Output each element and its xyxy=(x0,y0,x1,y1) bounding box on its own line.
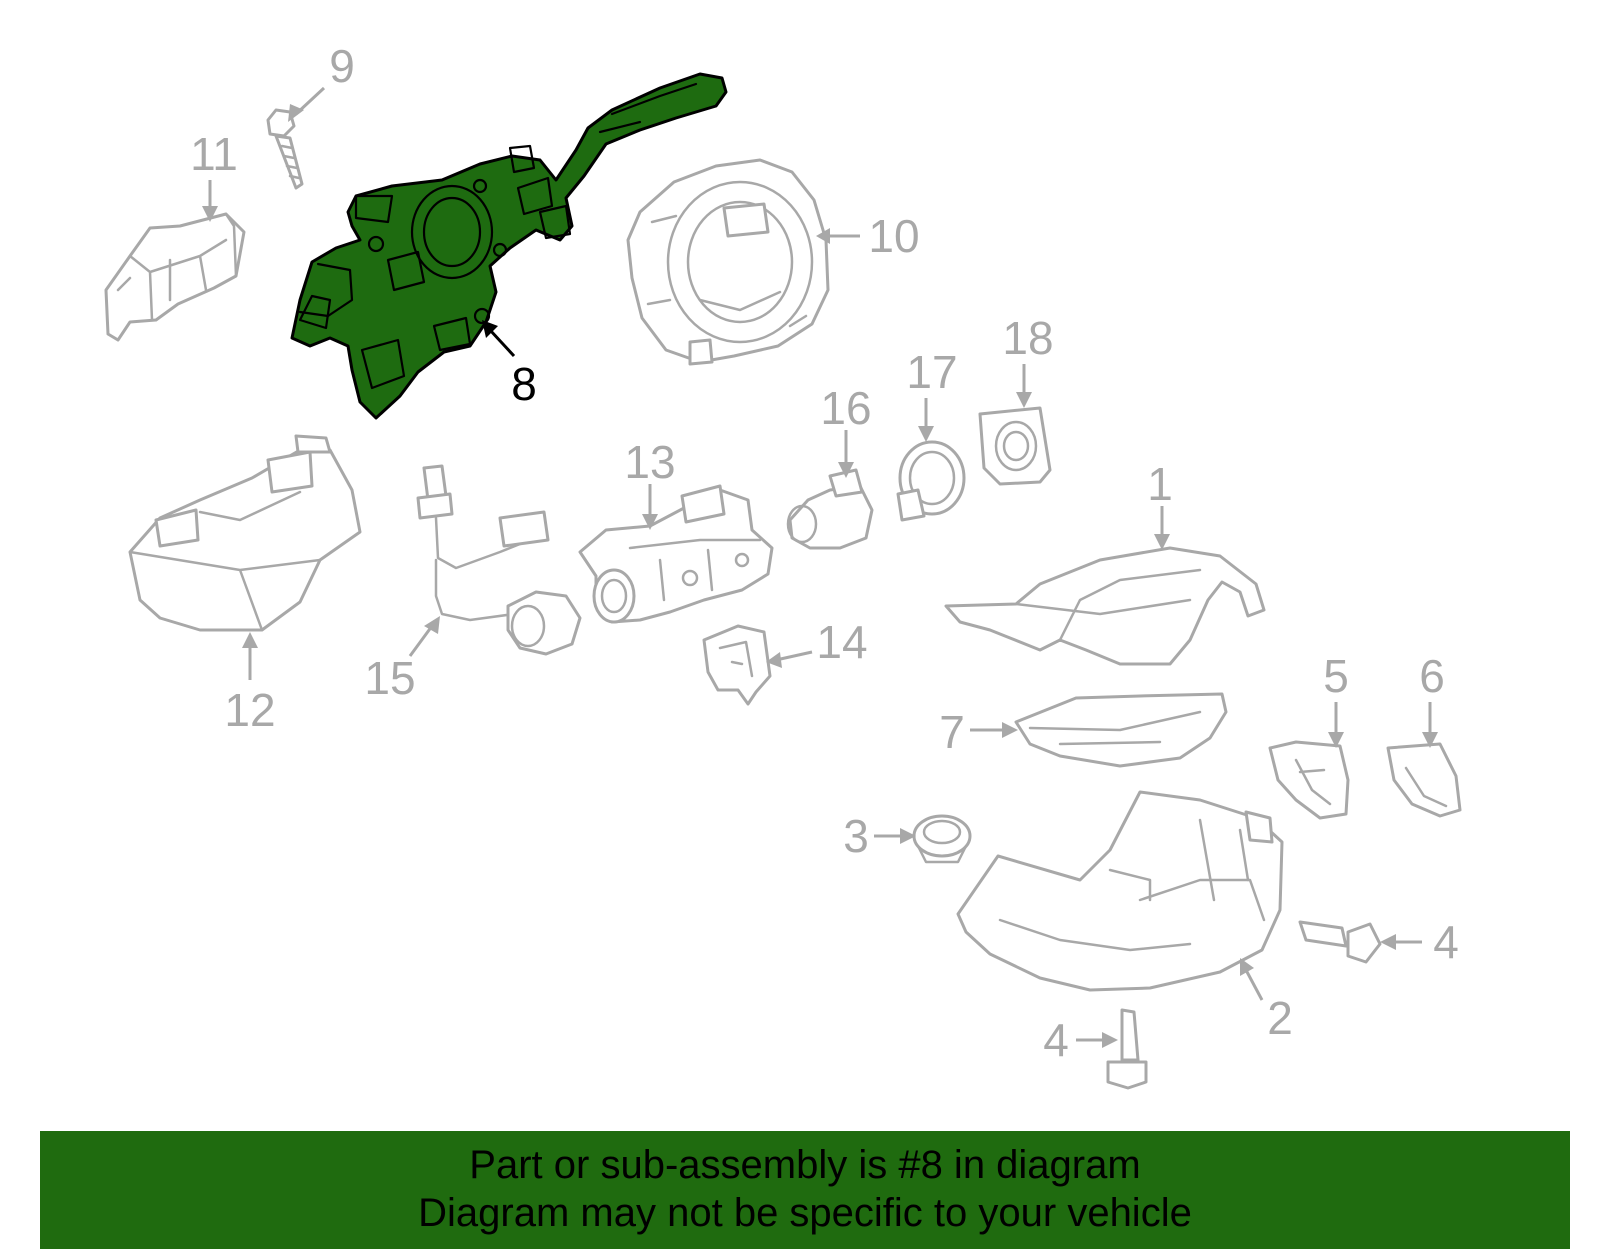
callout-16: 16 xyxy=(820,382,871,434)
part-15-wiring-harness[interactable] xyxy=(416,464,582,656)
part-1-upper-shroud[interactable] xyxy=(944,546,1266,666)
part-13-ignition-housing[interactable] xyxy=(578,484,774,624)
part-4-screw-right[interactable] xyxy=(1298,920,1382,964)
callout-12: 12 xyxy=(224,684,275,736)
callout-labels: 9 11 10 8 18 17 16 13 1 14 15 12 5 6 7 3… xyxy=(190,40,1459,1066)
part-3-grommet[interactable] xyxy=(912,814,972,864)
callout-14: 14 xyxy=(816,616,867,668)
part-12-lower-trim[interactable] xyxy=(128,434,362,632)
part-11-bracket[interactable] xyxy=(104,212,246,342)
callout-8: 8 xyxy=(511,358,537,410)
callout-15: 15 xyxy=(364,652,415,704)
callout-18: 18 xyxy=(1002,312,1053,364)
callout-4-bottom: 4 xyxy=(1043,1014,1069,1066)
callout-1: 1 xyxy=(1147,458,1173,510)
callout-3: 3 xyxy=(843,810,869,862)
part-10-clock-spring[interactable] xyxy=(626,158,830,366)
callout-4-right: 4 xyxy=(1433,916,1459,968)
callout-13: 13 xyxy=(624,436,675,488)
callout-5: 5 xyxy=(1323,650,1349,702)
part-17-ring[interactable] xyxy=(896,440,966,522)
callout-9: 9 xyxy=(329,40,355,92)
callout-17: 17 xyxy=(906,346,957,398)
part-4-screw-bottom[interactable] xyxy=(1106,1008,1148,1090)
callout-6: 6 xyxy=(1419,650,1445,702)
part-8-combination-switch[interactable] xyxy=(290,72,728,420)
callout-7: 7 xyxy=(939,706,965,758)
leader-arrows xyxy=(202,86,1438,1048)
part-14-clip[interactable] xyxy=(702,624,772,706)
callout-2: 2 xyxy=(1267,992,1293,1044)
part-7-lower-panel[interactable] xyxy=(1014,692,1228,768)
banner-line-1: Part or sub-assembly is #8 in diagram xyxy=(469,1143,1141,1187)
part-16-lock-cylinder[interactable] xyxy=(786,468,874,550)
part-9-bolt[interactable] xyxy=(266,108,304,190)
callout-11: 11 xyxy=(190,128,238,180)
callout-10: 10 xyxy=(868,210,919,262)
part-18-bezel[interactable] xyxy=(978,406,1052,486)
info-banner: Part or sub-assembly is #8 in diagram Di… xyxy=(40,1131,1570,1249)
banner-line-2: Diagram may not be specific to your vehi… xyxy=(418,1191,1192,1235)
part-2-lower-shroud[interactable] xyxy=(956,790,1284,992)
part-5-clip[interactable] xyxy=(1268,740,1350,820)
part-6-clip[interactable] xyxy=(1386,742,1462,818)
